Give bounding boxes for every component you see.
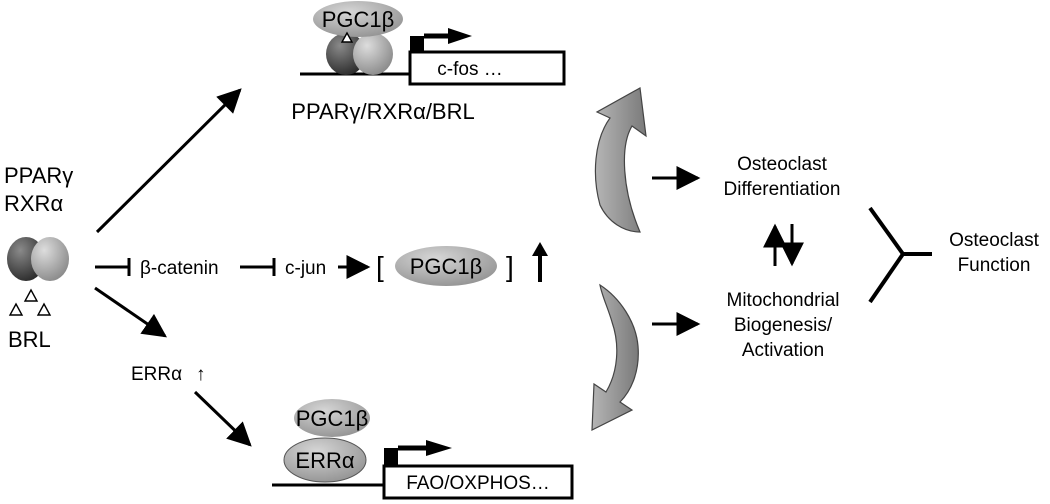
top-pgc1b-label: PGC1β bbox=[322, 7, 395, 32]
bottom-gene-box bbox=[382, 464, 574, 500]
bracket-close: ] bbox=[506, 251, 514, 282]
top-gene-label: c-fos … bbox=[437, 59, 502, 80]
arrow-to-bottom-complex bbox=[193, 390, 252, 447]
top-rxra-sphere bbox=[353, 33, 393, 75]
bottom-tss-arrowhead bbox=[426, 440, 452, 456]
top-tss-arrowhead bbox=[448, 28, 472, 44]
ligand-triangles bbox=[8, 288, 52, 316]
left-receptor-group: PPARγ RXRα BRL bbox=[4, 163, 73, 352]
middle-pgc1b-label: PGC1β bbox=[410, 254, 483, 279]
top-complex: PGC1β c-fos … PPARγ/RXRα/BRL bbox=[291, 1, 566, 124]
top-pgc1b-ellipse bbox=[313, 1, 403, 37]
mito-line3: Activation bbox=[742, 340, 824, 361]
middle-pathway: β-catenin c-jun [ PGC1β ] bbox=[140, 242, 548, 286]
curved-arrow-up bbox=[594, 87, 647, 233]
bracket-open: [ bbox=[376, 251, 384, 282]
top-promoter-block bbox=[410, 36, 424, 53]
bottom-gene-label: FAO/OXPHOS… bbox=[406, 473, 550, 494]
top-gene-box bbox=[408, 50, 566, 86]
function-line1: Osteoclast bbox=[949, 230, 1039, 251]
mito-label: Mitochondrial Biogenesis/ Activation bbox=[727, 290, 840, 361]
bottom-erra-ellipse bbox=[283, 437, 367, 483]
mito-line2: Biogenesis/ bbox=[734, 315, 833, 336]
cjun-label: c-jun bbox=[285, 258, 326, 279]
function-label: Osteoclast Function bbox=[949, 230, 1039, 276]
middle-pgc1b-ellipse bbox=[395, 246, 497, 286]
bottom-pgc1b-label: PGC1β bbox=[296, 406, 369, 431]
beta-catenin-label: β-catenin bbox=[140, 258, 219, 279]
pgc1b-up-arrowhead bbox=[532, 242, 548, 256]
curved-arrow-down bbox=[591, 283, 639, 431]
convergence-arrow bbox=[868, 206, 932, 304]
differentiation-line1: Osteoclast bbox=[737, 154, 827, 175]
differentiation-line2: Differentiation bbox=[724, 179, 841, 200]
top-complex-label: PPARγ/RXRα/BRL bbox=[291, 99, 474, 124]
bottom-pgc1b-ellipse bbox=[294, 399, 370, 437]
arrow-to-top-complex bbox=[95, 88, 242, 234]
receptor-rxra-label: RXRα bbox=[4, 191, 63, 216]
mito-line1: Mitochondrial bbox=[727, 290, 840, 311]
rxra-sphere bbox=[31, 237, 69, 281]
bottom-promoter-block bbox=[384, 448, 398, 467]
top-ligand-triangle bbox=[340, 31, 354, 43]
arrow-to-erra bbox=[94, 286, 167, 338]
differentiation-label: Osteoclast Differentiation bbox=[724, 154, 841, 200]
receptor-pparg-label: PPARγ bbox=[4, 163, 73, 188]
curved-arrows bbox=[591, 87, 647, 431]
ligand-brl-label: BRL bbox=[8, 327, 51, 352]
function-line2: Function bbox=[958, 255, 1031, 276]
bottom-erra-label: ERRα bbox=[295, 448, 354, 473]
bottom-complex: PGC1β ERRα FAO/OXPHOS… bbox=[272, 399, 574, 500]
erra-up-arrow: ↑ bbox=[196, 364, 206, 385]
erra-label: ERRα bbox=[131, 364, 182, 385]
